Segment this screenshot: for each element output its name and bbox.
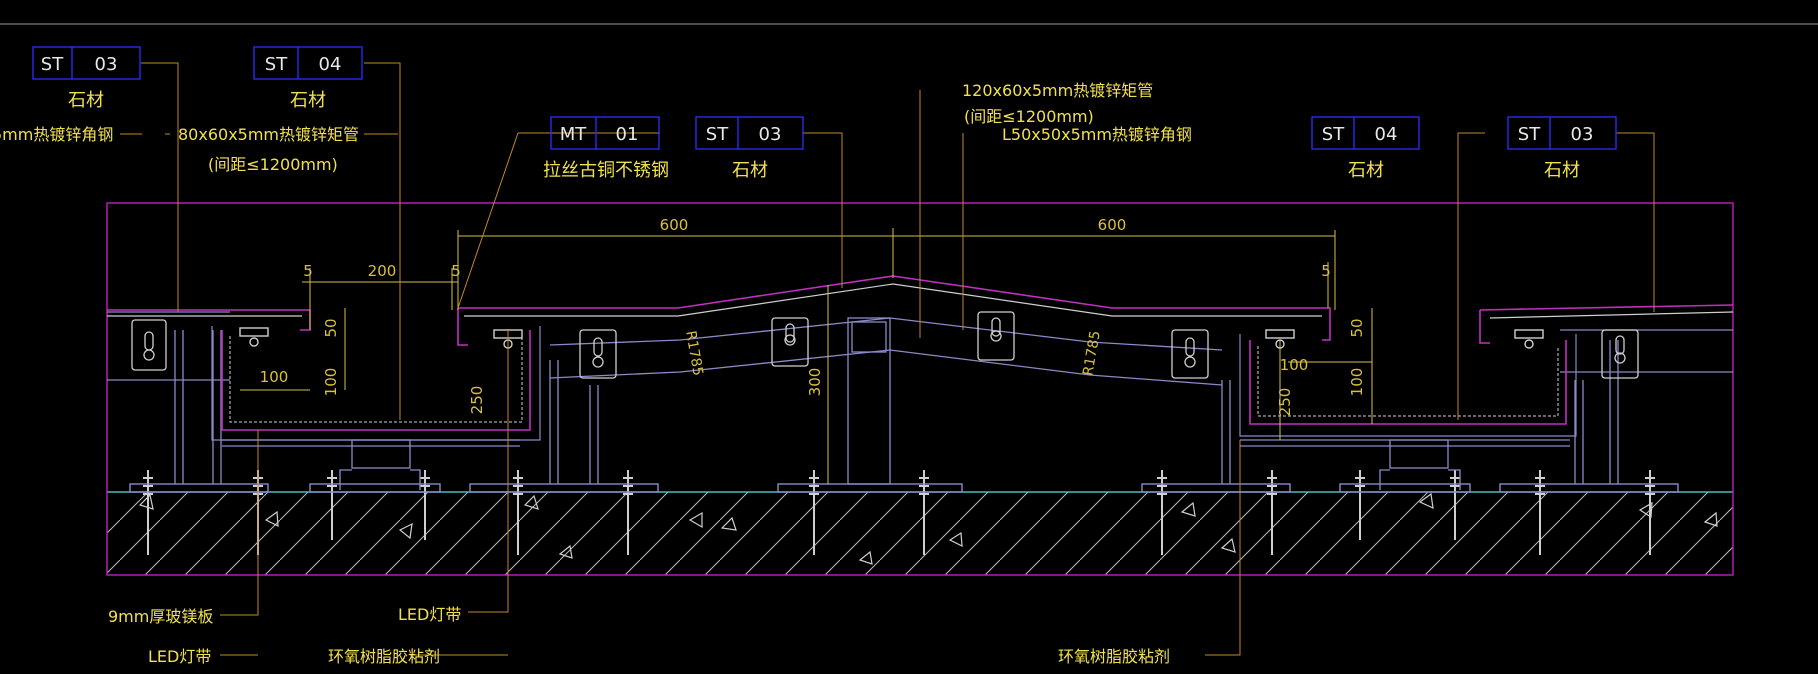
- bracket: [1601, 329, 1639, 379]
- dim-h100-left: 100: [322, 368, 340, 397]
- dim-h250-left: 250: [468, 386, 486, 415]
- annotation-epoxy-2: 环氧树脂胶粘剂: [1058, 647, 1170, 666]
- tag-boxes: ST 03 石材 ST 04 石材 MT 01 拉丝古铜不锈钢 ST 03 石材: [32, 46, 1617, 181]
- bracket: [579, 329, 617, 379]
- dim-span-left: 600: [660, 216, 689, 234]
- annotation-tube-120-line1: 120x60x5mm热镀锌矩管: [962, 81, 1153, 100]
- dim-radius-left: R1785: [682, 330, 706, 377]
- tag-number: 04: [319, 54, 342, 75]
- anchor-bolt: [420, 470, 430, 540]
- annotation-epoxy-1: 环氧树脂胶粘剂: [328, 647, 440, 666]
- tag-material: 石材: [732, 160, 768, 181]
- tag-number: 04: [1375, 124, 1398, 145]
- annotations: 5mm热镀锌角钢 80x60x5mm热镀锌矩管 (间距≤1200mm) 120x…: [0, 81, 1192, 666]
- tag-number: 03: [759, 124, 782, 145]
- annotation-led-strip-1: LED灯带: [148, 647, 211, 666]
- concrete-slab: [107, 491, 1733, 575]
- dim-gap-a: 5: [303, 262, 313, 280]
- dim-h50-right: 50: [1348, 318, 1366, 337]
- stone-sublayer: [107, 283, 1734, 319]
- left-trough: [211, 326, 541, 441]
- dim-h300: 300: [806, 368, 824, 397]
- tag-code: ST: [706, 124, 729, 145]
- bracket: [771, 317, 809, 367]
- annotation-angle-left: 5mm热镀锌角钢: [0, 125, 113, 144]
- material-tag: ST 03 石材: [695, 116, 804, 181]
- dim-radius-right: R1785: [1080, 330, 1104, 377]
- annotation-tube-120-line2: (间距≤1200mm): [964, 107, 1094, 126]
- dim-span-right: 600: [1098, 216, 1127, 234]
- tag-material: 石材: [290, 90, 326, 111]
- dimension-texts: 600 600 5 200 5 5 100 100 50 100 250 300…: [260, 216, 1366, 416]
- tag-material: 石材: [68, 90, 104, 111]
- tag-code: ST: [1322, 124, 1345, 145]
- led-fixture: [239, 327, 269, 347]
- leader-lines: [120, 62, 1655, 656]
- dim-gap-c: 5: [1321, 262, 1331, 280]
- dim-h100-right: 100: [1348, 368, 1366, 397]
- anchor-bolt: [327, 470, 337, 540]
- annotation-mg-board: 9mm厚玻镁板: [108, 607, 213, 626]
- tag-number: 01: [616, 124, 639, 145]
- led-fixture: [1514, 329, 1544, 349]
- dim-gap-b: 5: [451, 262, 461, 280]
- aggregate-triangles: [138, 492, 1718, 565]
- base-plates: [129, 483, 1679, 493]
- tag-material: 石材: [1544, 160, 1580, 181]
- annotation-led-strip-2: LED灯带: [398, 605, 461, 624]
- dim-w100-left: 100: [260, 368, 289, 386]
- annotation-angle-l50: L50x50x5mm热镀锌角钢: [1002, 125, 1192, 144]
- tag-code: ST: [265, 54, 288, 75]
- tag-material: 拉丝古铜不锈钢: [543, 160, 669, 181]
- material-tag: ST 03 石材: [32, 46, 141, 111]
- tag-code: ST: [1518, 124, 1541, 145]
- tag-number: 03: [95, 54, 118, 75]
- material-tag: ST 04 石材: [253, 46, 363, 111]
- annotation-tube-80-line2: (间距≤1200mm): [208, 155, 338, 174]
- material-tag: ST 04 石材: [1311, 116, 1420, 181]
- right-trough: [1239, 334, 1577, 437]
- brackets: [131, 311, 1639, 379]
- anchor-bolt: [1450, 470, 1460, 540]
- bracket: [1171, 329, 1209, 379]
- tag-code: MT: [560, 124, 588, 145]
- steel-frame: [107, 311, 1733, 490]
- anchor-bolt: [1355, 470, 1365, 540]
- annotation-tube-80-line1: 80x60x5mm热镀锌矩管: [178, 125, 359, 144]
- tag-number: 03: [1571, 124, 1594, 145]
- bracket: [131, 319, 167, 371]
- tag-code: ST: [41, 54, 64, 75]
- dim-gap-width: 200: [368, 262, 397, 280]
- dim-h50-left: 50: [322, 318, 340, 337]
- bracket: [977, 311, 1015, 361]
- tag-material: 石材: [1348, 160, 1384, 181]
- dim-w100-right: 100: [1280, 356, 1309, 374]
- material-tag: MT 01 拉丝古铜不锈钢: [543, 116, 669, 181]
- dim-h250-right: 250: [1276, 388, 1294, 417]
- material-tag: ST 03 石材: [1507, 116, 1617, 181]
